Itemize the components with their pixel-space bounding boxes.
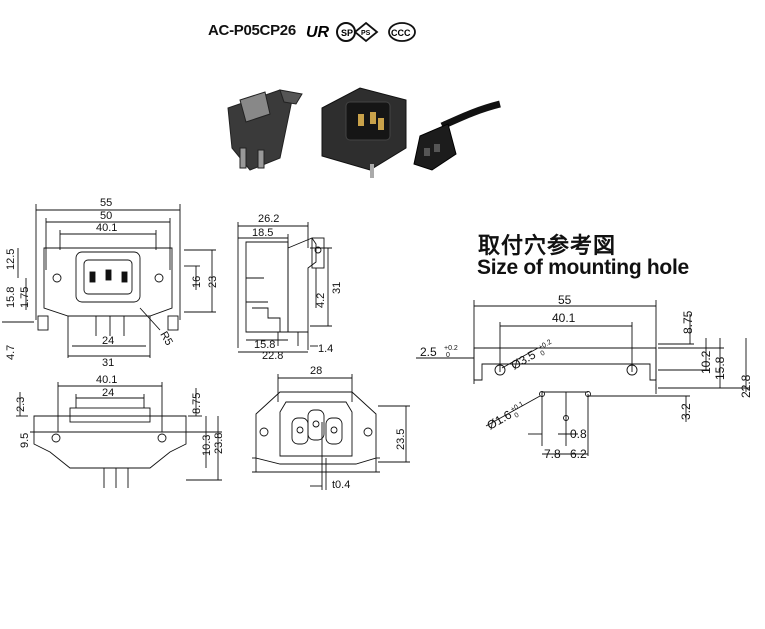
- hole-tol-3-5-plus: +0.2: [538, 339, 554, 352]
- mounting-hole-title-cn: 取付穴参考図: [478, 233, 617, 258]
- side-view-drawing: 26.2 18.5 4.2 31 15.8 22.8 1.4: [237, 213, 343, 360]
- hole-dim-55: 55: [558, 293, 572, 307]
- ccc-mark-icon: CCC: [388, 22, 416, 42]
- hole-dim-dia-3-5: Ø3.5: [509, 347, 539, 372]
- svg-text:SP: SP: [341, 28, 353, 38]
- side-dim-22-8: 22.8: [262, 350, 283, 360]
- pse-mark-icon: PS: [353, 21, 379, 43]
- top-dim-23-8: 23.8: [213, 433, 225, 454]
- mounting-hole-drawing: 55 40.1 8.75 2.5 +0.2 0 Ø3.5 +0.2 0 10.2…: [416, 293, 753, 461]
- side-dim-4-2: 4.2: [315, 293, 327, 308]
- front-dim-flange: 50: [100, 210, 112, 222]
- hole-tol-2-5-zero: 0: [446, 352, 450, 359]
- ur-mark-icon: UR: [306, 24, 330, 41]
- hole-dim-40-1: 40.1: [552, 311, 576, 325]
- power-cord-connector-photo: [413, 100, 501, 171]
- front-view-drawing: 55 50 40.1 12.5 15.8 1.75 16 23 4.7 24 3…: [2, 197, 219, 369]
- front-dim-width-overall: 55: [100, 197, 112, 209]
- top-dim-40-1: 40.1: [96, 374, 117, 386]
- front-dim-12-5: 12.5: [5, 249, 17, 270]
- hole-dim-10-2: 10.2: [699, 350, 713, 374]
- top-dim-24: 24: [102, 387, 114, 399]
- top-dim-8-75: 8.75: [191, 393, 203, 414]
- back-dim-28: 28: [310, 365, 322, 377]
- front-dim-4-7: 4.7: [5, 345, 17, 360]
- inlet-front-photo: [321, 87, 407, 178]
- side-dim-31: 31: [331, 282, 343, 294]
- front-dim-hole-pitch: 40.1: [96, 222, 117, 234]
- front-dim-16: 16: [191, 276, 203, 288]
- side-dim-15-8: 15.8: [254, 339, 275, 351]
- hole-dim-8-75: 8.75: [681, 310, 695, 334]
- back-dim-t0-4: t0.4: [332, 479, 350, 491]
- hole-dim-7-8: 7.8: [544, 447, 561, 461]
- back-view-drawing: 28 23.5 t0.4: [252, 365, 410, 491]
- top-dim-2-3: 2.3: [15, 397, 27, 412]
- front-dim-15-8: 15.8: [5, 287, 17, 308]
- top-dim-10-3: 10.3: [201, 435, 213, 456]
- top-view-drawing: 40.1 24 2.3 8.75 9.5 10.3 23.8: [15, 374, 225, 488]
- csa-mark-icon: SP: [336, 22, 356, 42]
- hole-tol-3-5-zero: 0: [540, 350, 547, 358]
- mounting-hole-title-en: Size of mounting hole: [477, 256, 689, 279]
- front-dim-31: 31: [102, 357, 114, 369]
- svg-text:UR: UR: [306, 24, 330, 41]
- hole-dim-15-8: 15.8: [713, 356, 727, 380]
- hole-dim-dia-1-6: Ø1.6: [485, 407, 515, 432]
- hole-tol-1-6-plus: +0.1: [510, 401, 526, 414]
- hole-dim-6-2: 6.2: [570, 447, 587, 461]
- inlet-side-photo: [227, 89, 303, 171]
- back-dim-23-5: 23.5: [395, 429, 407, 450]
- product-photos: [227, 87, 501, 178]
- hole-tol-1-6-zero: 0: [514, 412, 521, 420]
- hole-dim-2-5: 2.5: [420, 345, 437, 359]
- front-dim-1-75: 1.75: [19, 287, 31, 308]
- hole-dim-22-8: 22.8: [739, 374, 753, 398]
- side-dim-26-2: 26.2: [258, 213, 279, 225]
- svg-text:CCC: CCC: [391, 28, 411, 38]
- hole-dim-3-2: 3.2: [679, 403, 693, 420]
- svg-text:PS: PS: [361, 30, 371, 37]
- front-dim-23: 23: [207, 276, 219, 288]
- hole-tol-2-5-plus: +0.2: [444, 345, 458, 352]
- front-dim-24: 24: [102, 335, 114, 347]
- side-dim-18-5: 18.5: [252, 227, 273, 239]
- model-number: AC-P05CP26: [208, 22, 296, 39]
- side-dim-1-4: 1.4: [318, 343, 333, 355]
- hole-dim-0-8: 0.8: [570, 427, 587, 441]
- certification-marks: UR SP PS CCC: [306, 21, 416, 43]
- front-dim-r5: R5: [157, 330, 174, 348]
- top-dim-9-5: 9.5: [19, 433, 31, 448]
